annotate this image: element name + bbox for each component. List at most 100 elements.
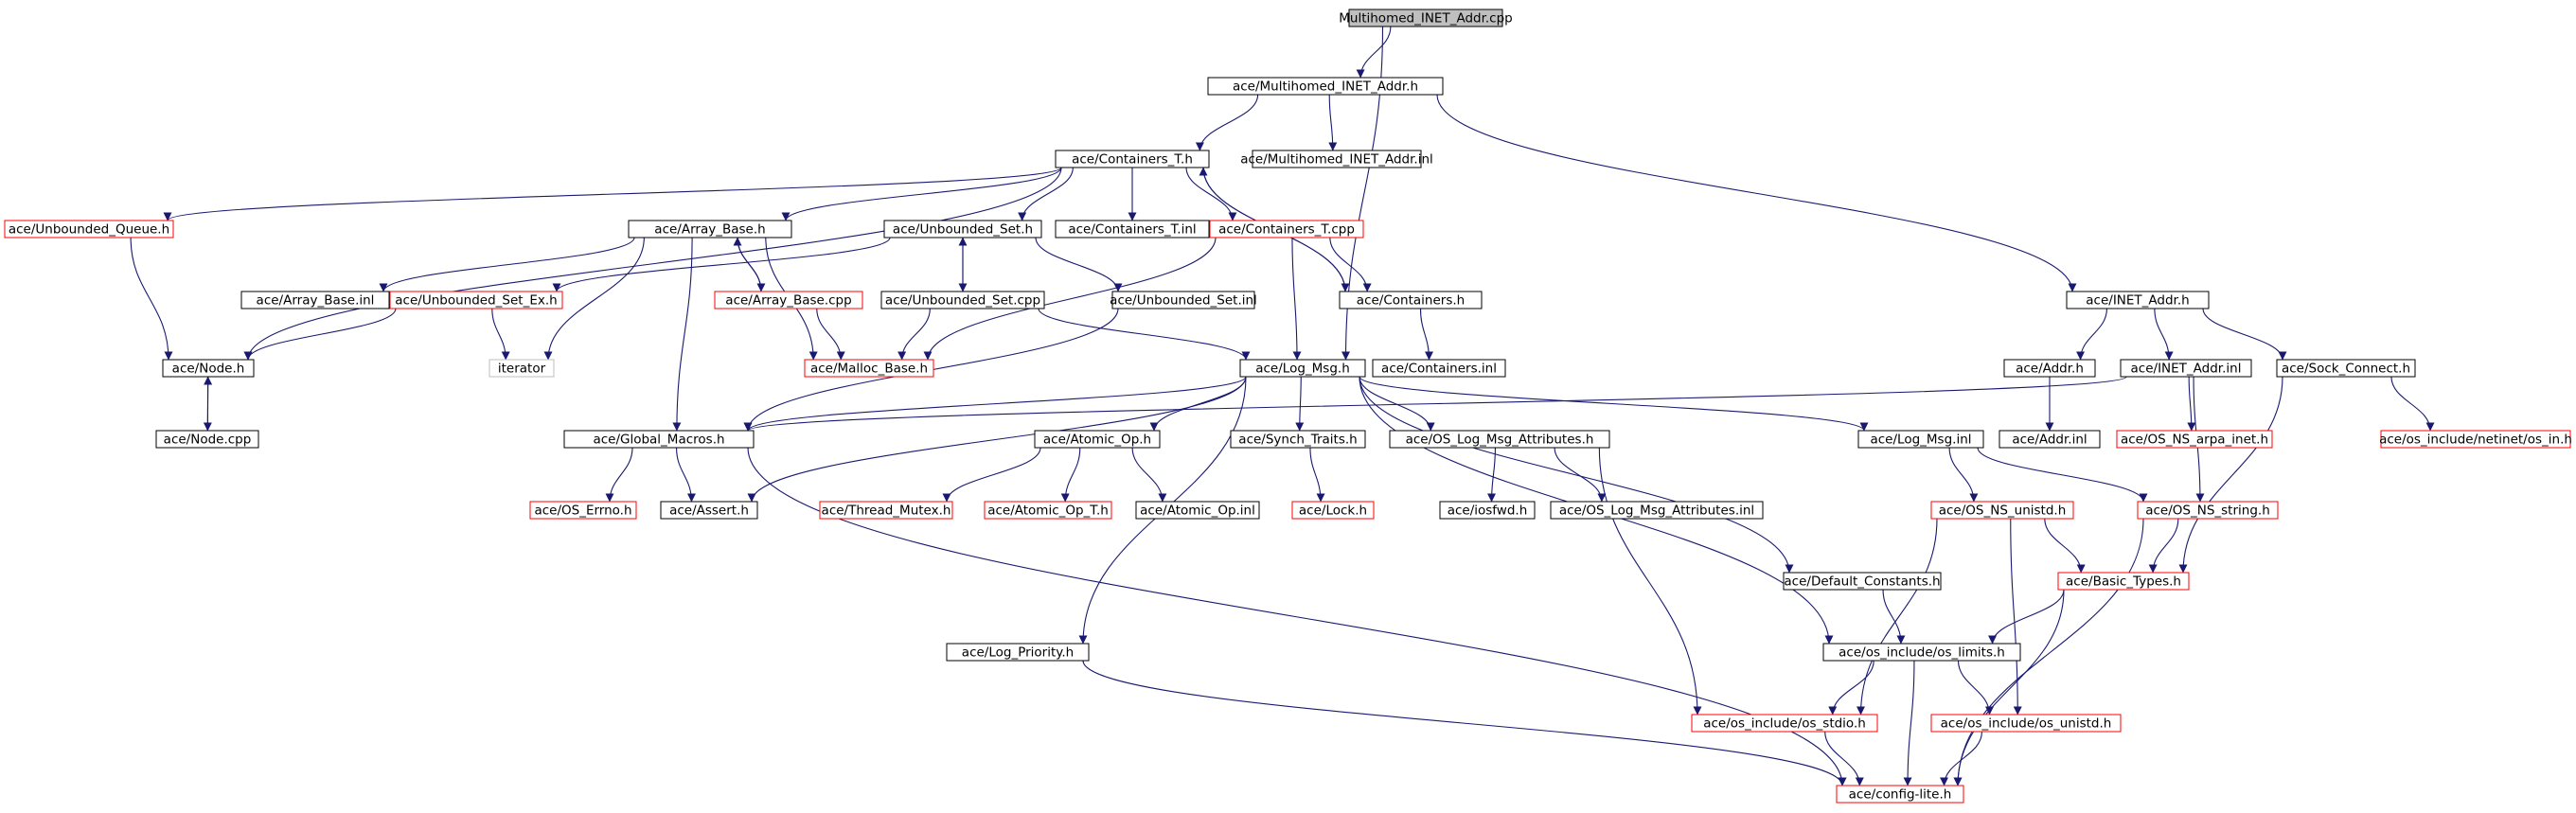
node-dc[interactable]: ace/Default_Constants.h (1783, 572, 1942, 591)
node-usinl[interactable]: ace/Unbounded_Set.inl (1110, 291, 1257, 309)
node-iainl[interactable]: ace/INET_Addr.inl (2120, 359, 2252, 378)
node-abcpp[interactable]: ace/Array_Base.cpp (714, 291, 863, 309)
node-label: ace/config-lite.h (1849, 787, 1952, 803)
node-stdio[interactable]: ace/os_include/os_stdio.h (1691, 714, 1878, 733)
edge-gm-to-errno (605, 447, 633, 503)
edge-ab-to-iter (543, 237, 645, 361)
node-label: ace/Node.h (172, 362, 245, 377)
node-label: ace/Atomic_Op_T.h (987, 504, 1109, 519)
node-mb[interactable]: ace/Malloc_Base.h (804, 359, 934, 378)
node-cfg[interactable]: ace/config-lite.h (1836, 785, 1964, 804)
node-label: ace/OS_NS_unistd.h (1939, 504, 2067, 519)
edge-osunistd-to-cfg (1940, 731, 1982, 786)
node-usex[interactable]: ace/Unbounded_Set_Ex.h (389, 291, 563, 309)
node-box (1055, 150, 1210, 168)
node-ctcpp[interactable]: ace/Containers_T.cpp (1209, 220, 1364, 239)
node-label: ace/Log_Msg.inl (1870, 433, 1971, 448)
node-box (1055, 220, 1210, 239)
node-lminl[interactable]: ace/Log_Msg.inl (1857, 430, 1984, 449)
node-oslmainl[interactable]: ace/OS_Log_Msg_Attributes.inl (1550, 501, 1764, 520)
node-osarpa[interactable]: ace/OS_NS_arpa_inet.h (2116, 430, 2273, 449)
node-limits[interactable]: ace/os_include/os_limits.h (1822, 643, 2021, 662)
node-box (1111, 291, 1255, 309)
node-unistd[interactable]: ace/OS_NS_unistd.h (1930, 501, 2074, 520)
node-addrinl[interactable]: ace/Addr.inl (1999, 430, 2101, 449)
node-label: ace/Multihomed_INET_Addr.inl (1240, 152, 1433, 168)
edge-oslma-to-oslmainl (1554, 447, 1607, 503)
node-ab[interactable]: ace/Array_Base.h (628, 220, 792, 239)
node-oslma[interactable]: ace/OS_Log_Msg_Attributes.h (1389, 430, 1610, 449)
node-miinl[interactable]: ace/Multihomed_INET_Addr.inl (1240, 150, 1433, 168)
node-aot[interactable]: ace/Atomic_Op_T.h (984, 501, 1112, 520)
node-nodecpp[interactable]: ace/Node.cpp (155, 430, 259, 449)
node-assert[interactable]: ace/Assert.h (660, 501, 758, 520)
node-box (4, 220, 174, 239)
node-box (1822, 643, 2021, 662)
node-lm[interactable]: ace/Log_Msg.h (1239, 359, 1366, 378)
node-lock[interactable]: ace/Lock.h (1291, 501, 1375, 520)
node-tm[interactable]: ace/Thread_Mutex.h (819, 501, 953, 520)
edge-ct-to-us (1018, 167, 1074, 221)
edge-iainl-to-osarpa (2187, 376, 2196, 432)
node-box (563, 430, 755, 449)
node-label: ace/Unbounded_Set.cpp (885, 293, 1040, 309)
edge-ia-to-sc (2202, 308, 2287, 361)
node-ao[interactable]: ace/Atomic_Op.h (1034, 430, 1161, 449)
node-label: ace/Containers_T.cpp (1218, 222, 1355, 238)
node-ia[interactable]: ace/INET_Addr.h (2066, 291, 2210, 309)
node-cont[interactable]: ace/Containers.h (1339, 291, 1483, 309)
node-node[interactable]: ace/Node.h (162, 359, 255, 378)
node-uq[interactable]: ace/Unbounded_Queue.h (4, 220, 174, 239)
node-aoinl[interactable]: ace/Atomic_Op.inl (1135, 501, 1260, 520)
node-netinet[interactable]: ace/os_include/netinet/os_in.h (2379, 430, 2572, 449)
node-box (389, 291, 563, 309)
node-box (1389, 430, 1610, 449)
node-label: ace/Atomic_Op.inl (1140, 504, 1255, 519)
node-label: ace/Multihomed_INET_Addr.h (1233, 80, 1418, 95)
edge-ctcpp-to-lm (1291, 237, 1302, 361)
node-box (1372, 359, 1506, 378)
node-label: ace/Malloc_Base.h (810, 362, 928, 377)
edge-ct-to-node (243, 167, 1062, 361)
node-errno[interactable]: ace/OS_Errno.h (529, 501, 637, 520)
node-sc[interactable]: ace/Sock_Connect.h (2276, 359, 2416, 378)
edge-ao-to-tm (942, 447, 1041, 503)
node-ctinl[interactable]: ace/Containers_T.inl (1055, 220, 1210, 239)
node-us[interactable]: ace/Unbounded_Set.h (883, 220, 1042, 239)
edge-ct-to-ctcpp (1185, 167, 1237, 221)
node-st[interactable]: ace/Synch_Traits.h (1230, 430, 1366, 449)
node-label: ace/os_include/os_stdio.h (1703, 716, 1866, 732)
node-addr[interactable]: ace/Addr.h (2003, 359, 2096, 378)
edge-st-to-lock (1309, 447, 1325, 503)
node-uscpp[interactable]: ace/Unbounded_Set.cpp (880, 291, 1045, 309)
node-box (1339, 291, 1483, 309)
node-box (804, 359, 934, 378)
edge-mih-to-ct (1195, 94, 1259, 151)
node-abinl[interactable]: ace/Array_Base.inl (240, 291, 390, 309)
node-iosfwd[interactable]: ace/iosfwd.h (1439, 501, 1536, 520)
node-bt[interactable]: ace/Basic_Types.h (2057, 572, 2190, 591)
edge-lm-to-oslma (1359, 376, 1435, 432)
node-label: ace/Containers.h (1357, 293, 1465, 309)
node-root[interactable]: Multihomed_INET_Addr.cpp (1339, 9, 1513, 27)
node-osunistd[interactable]: ace/os_include/os_unistd.h (1930, 714, 2122, 733)
node-mih[interactable]: ace/Multihomed_INET_Addr.h (1207, 77, 1444, 96)
node-label: ace/os_include/netinet/os_in.h (2379, 433, 2572, 448)
edge-ctcpp-to-mb (923, 237, 1217, 361)
edge-unistd-to-osunistd (2010, 518, 2022, 716)
node-gm[interactable]: ace/Global_Macros.h (563, 430, 755, 449)
node-string[interactable]: ace/OS_NS_string.h (2137, 501, 2279, 520)
node-label: ace/Unbounded_Set_Ex.h (395, 293, 557, 309)
node-ct[interactable]: ace/Containers_T.h (1055, 150, 1210, 168)
node-continl[interactable]: ace/Containers.inl (1372, 359, 1506, 378)
node-label: ace/Basic_Types.h (2066, 574, 2181, 590)
node-label: ace/Atomic_Op.h (1043, 433, 1151, 448)
node-label: ace/Log_Priority.h (962, 645, 1074, 661)
node-box (1034, 430, 1161, 449)
node-lp[interactable]: ace/Log_Priority.h (946, 643, 1090, 662)
node-box (1550, 501, 1764, 520)
node-box (1291, 501, 1375, 520)
edge-unistd-to-bt (2044, 518, 2086, 574)
node-iter[interactable]: iterator (489, 359, 555, 378)
file-nodes: Multihomed_INET_Addr.cpp ace/Multihomed_I… (4, 9, 2572, 804)
